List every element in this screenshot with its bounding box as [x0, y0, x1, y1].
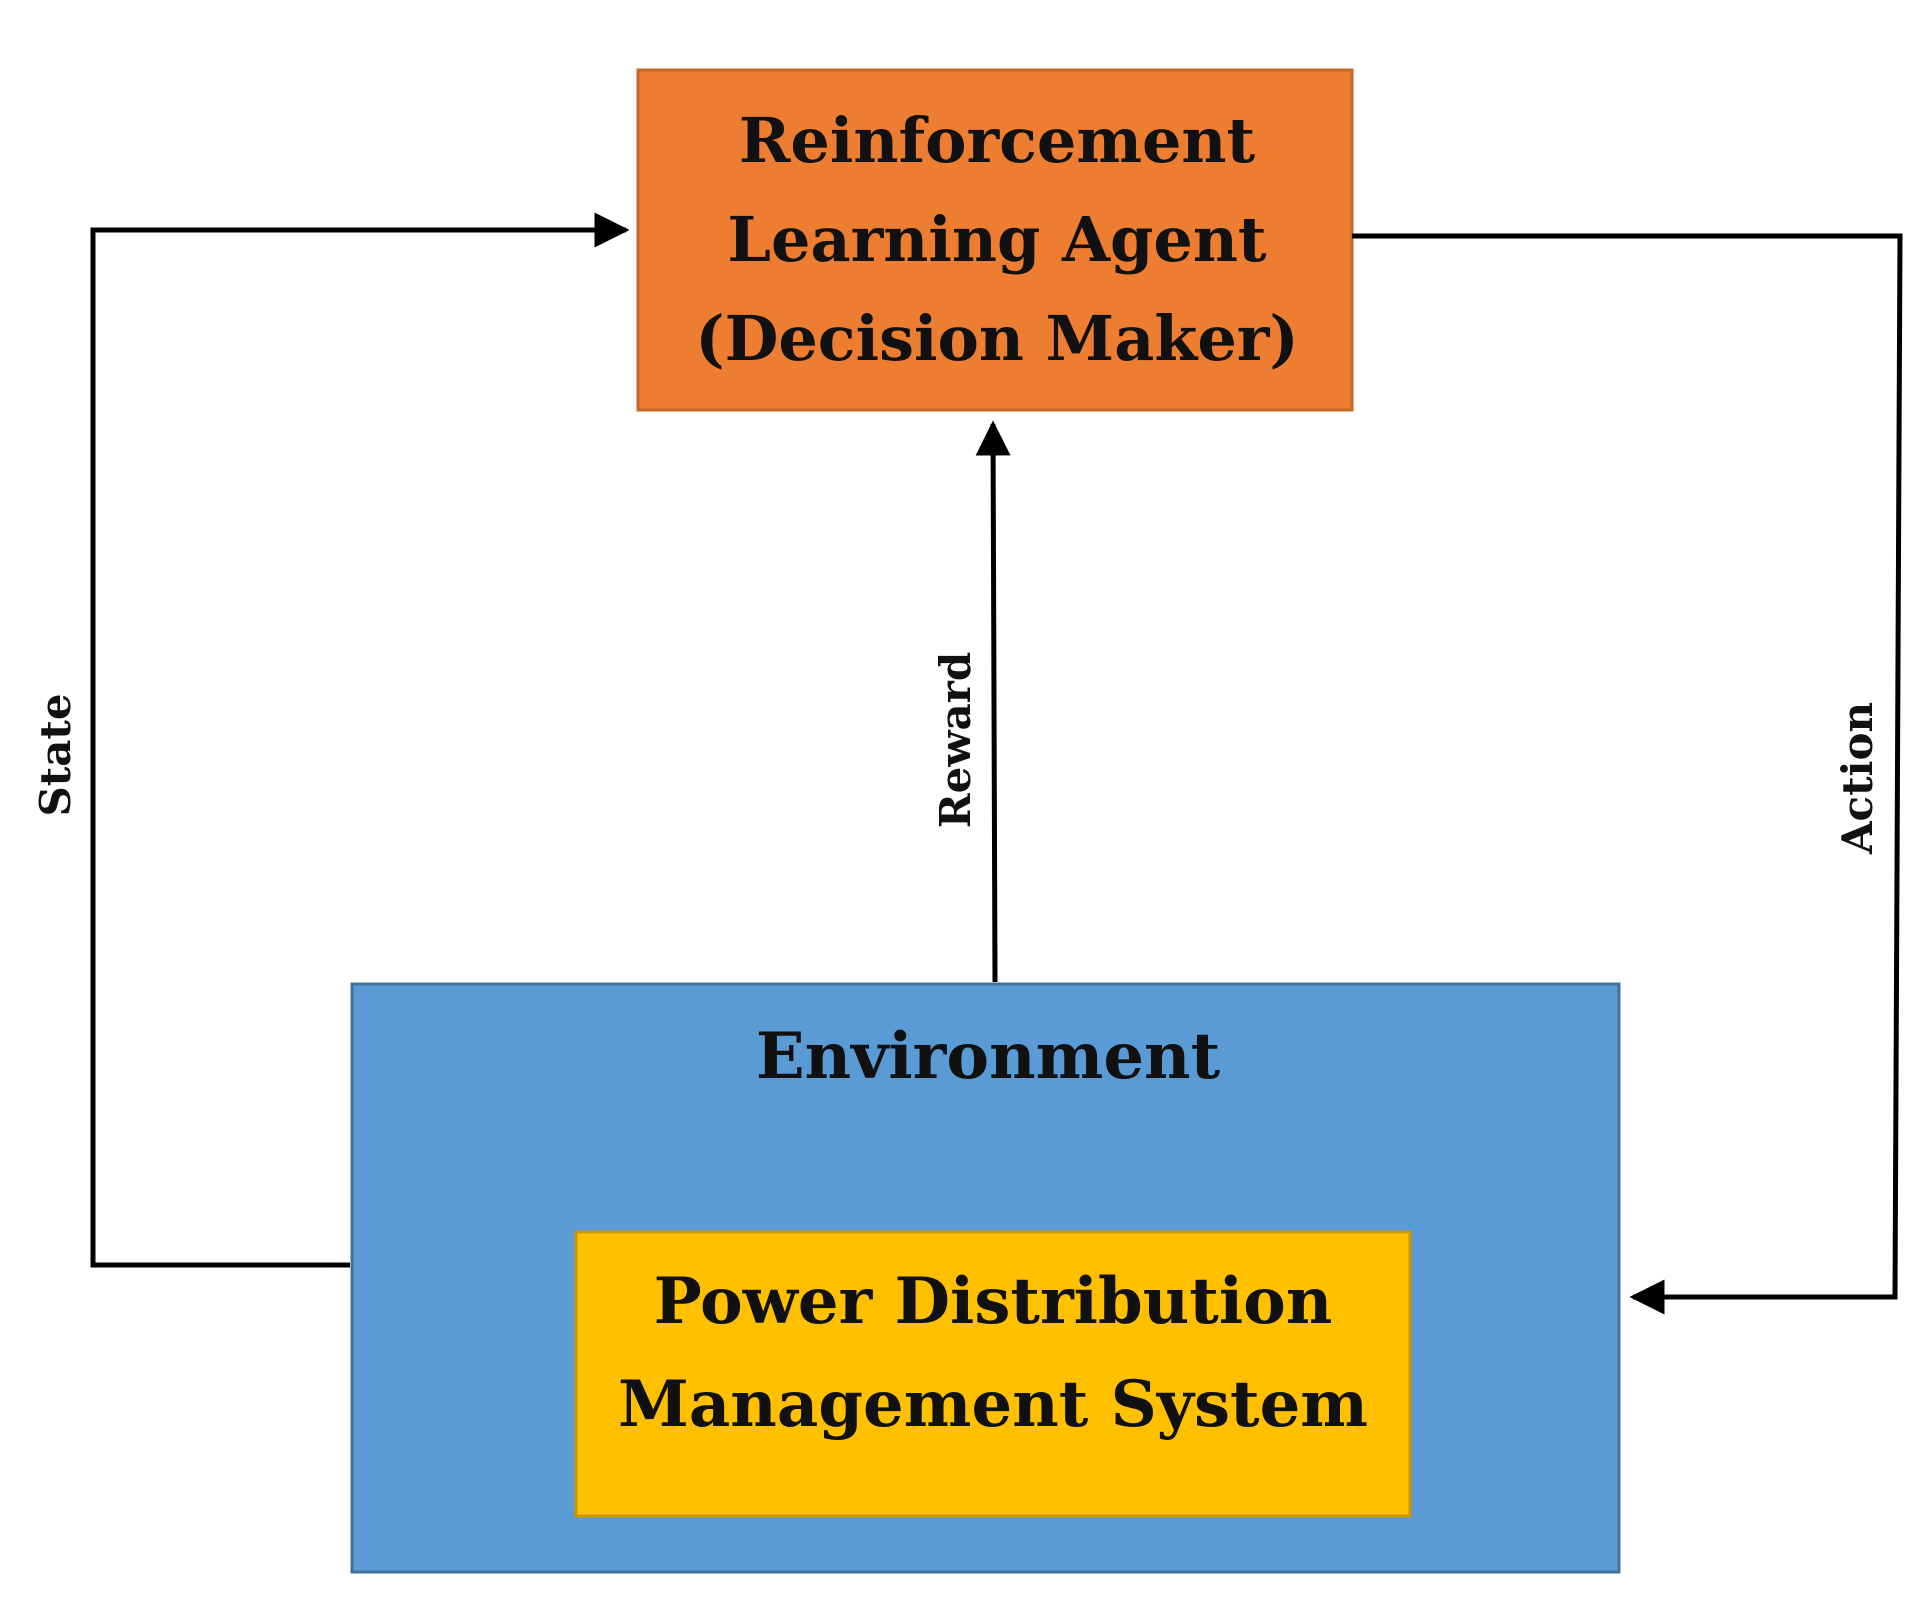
agent-box	[638, 70, 1352, 410]
state-label: State	[31, 693, 80, 816]
agent-label-line-1: Reinforcement	[739, 104, 1256, 177]
agent-node: Reinforcement Learning Agent (Decision M…	[636, 68, 1354, 412]
agent-label-line-3: (Decision Maker)	[695, 302, 1299, 375]
action-arrow	[1352, 233, 1903, 1315]
pdms-node: Power Distribution Management System	[574, 1230, 1412, 1518]
state-arrow	[90, 212, 630, 1268]
pdms-box	[576, 1232, 1410, 1516]
pdms-label-line-2: Management System	[618, 1367, 1368, 1442]
environment-label: Environment	[756, 1019, 1221, 1094]
reward-arrow	[975, 420, 1011, 983]
action-label: Action	[1833, 702, 1882, 855]
reward-label: Reward	[931, 652, 980, 829]
pdms-label-line-1: Power Distribution	[654, 1264, 1333, 1339]
agent-label-line-2: Learning Agent	[727, 203, 1267, 276]
